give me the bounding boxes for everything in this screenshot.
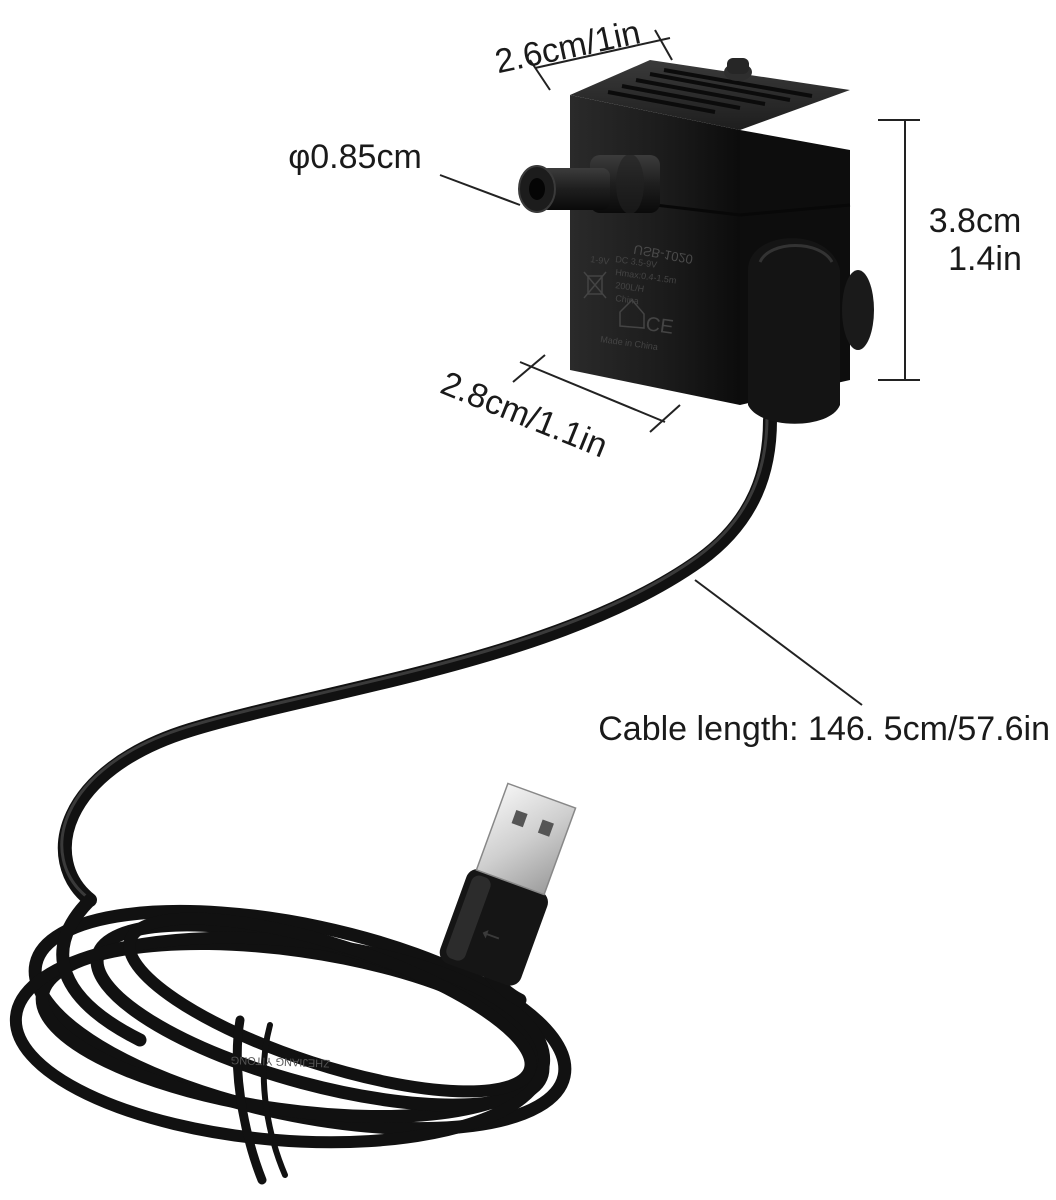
top-width-label: 2.6cm/1in — [492, 13, 644, 81]
indoor-use-icon — [619, 298, 645, 329]
cable-boot — [748, 238, 840, 424]
usb-plug: ⭠ — [439, 782, 577, 986]
power-cable — [9, 413, 777, 1185]
label-line-3: 200L/H — [615, 280, 645, 294]
cable-print-text: ZHEJIANG YITONG — [231, 1054, 331, 1069]
grille-slots — [607, 68, 813, 114]
dimension-lines — [439, 29, 920, 706]
weee-bin-icon — [583, 271, 607, 299]
label-line-4: China — [615, 293, 640, 306]
voltage-text: 1-9V — [590, 254, 610, 267]
outlet-diameter-label: φ0.85cm — [288, 138, 422, 176]
depth-label: 2.8cm/1.1in — [436, 364, 613, 465]
usb-metal-shell — [475, 782, 577, 896]
cable-length-label: Cable length: 146. 5cm/57.6in — [598, 710, 1050, 748]
water-pump: USB-1020 DC 3.5-9V Hmax:0.4-1.5m 200L/H … — [518, 58, 874, 424]
height-in-label: 1.4in — [948, 240, 1022, 278]
height-cm-label: 3.8cm — [929, 202, 1022, 240]
ce-mark-text: CE — [644, 313, 675, 339]
outlet-nozzle — [518, 154, 660, 214]
